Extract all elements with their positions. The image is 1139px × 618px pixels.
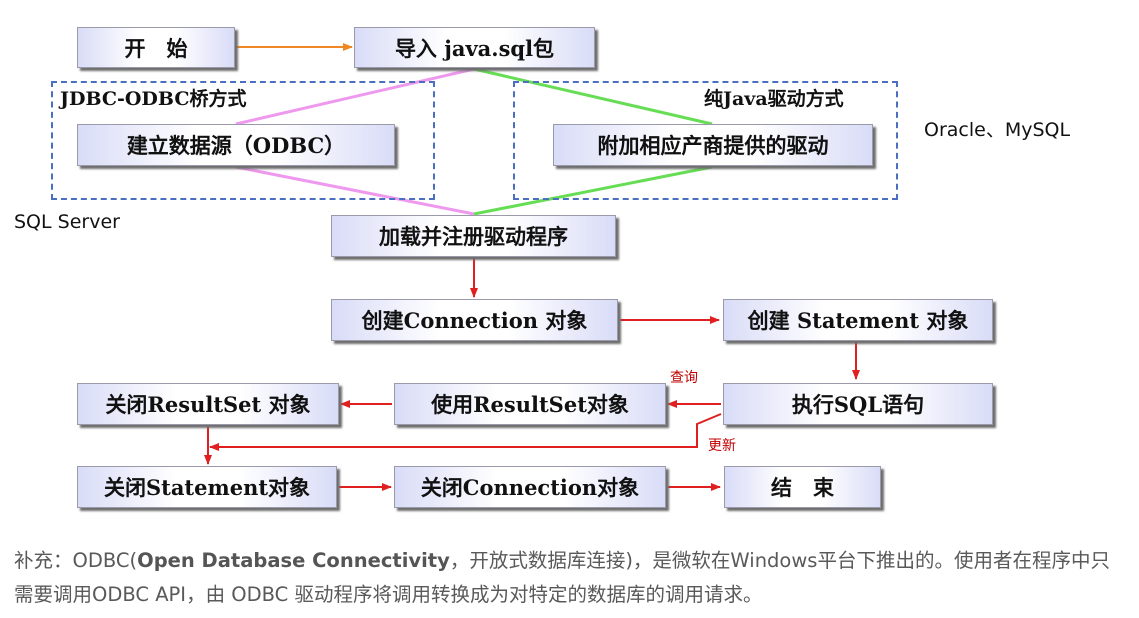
- arrow-execute-update-path: [209, 413, 722, 451]
- pure-java-group-label: 纯Java驱动方式: [704, 88, 844, 110]
- jdbc-odbc-group: [51, 81, 435, 200]
- supplement-note: 补充：ODBC(Open Database Connectivity，开放式数据…: [14, 544, 1124, 612]
- jdbc-odbc-group-label: JDBC-ODBC桥方式: [60, 88, 247, 110]
- note-suffix: ，开放式数据库连接)，是微软在Windows平台下推出的。使用者在程序中只需要调…: [14, 549, 1110, 606]
- pure-java-group: [513, 81, 898, 200]
- close-connection-box: 关闭Connection对象: [394, 466, 666, 508]
- close-statement-box: 关闭Statement对象: [77, 466, 337, 508]
- create-connection-box: 创建Connection 对象: [331, 299, 618, 341]
- sql-server-label: SQL Server: [14, 211, 120, 233]
- path-vendor-to-load: [473, 165, 713, 216]
- end-box: 结 束: [724, 466, 881, 508]
- update-edge-label: 更新: [708, 438, 736, 454]
- odbc-source-box: 建立数据源（ODBC）: [77, 124, 395, 166]
- path-odbc-to-load: [235, 165, 475, 216]
- close-resultset-box: 关闭ResultSet 对象: [77, 383, 339, 425]
- create-statement-box: 创建 Statement 对象: [723, 299, 993, 341]
- oracle-mysql-label: Oracle、MySQL: [924, 119, 1071, 141]
- note-bold-term: Open Database Connectivity: [137, 549, 450, 572]
- query-edge-label: 查询: [670, 370, 698, 386]
- execute-sql-box: 执行SQL语句: [723, 383, 993, 425]
- vendor-driver-box: 附加相应产商提供的驱动: [553, 124, 873, 166]
- note-prefix: 补充：ODBC(: [14, 549, 138, 572]
- import-package-box: 导入 java.sql包: [354, 27, 595, 68]
- path-import-to-odbc: [235, 67, 475, 126]
- path-import-to-vendor: [473, 67, 713, 126]
- load-driver-box: 加载并注册驱动程序: [331, 215, 616, 257]
- start-box: 开 始: [77, 27, 235, 68]
- use-resultset-box: 使用ResultSet对象: [394, 383, 666, 425]
